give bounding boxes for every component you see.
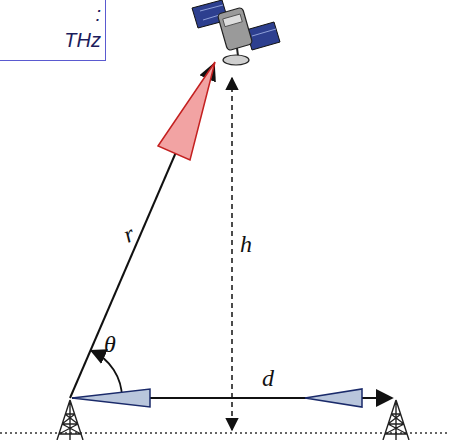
math-label: θ [104, 332, 116, 356]
box-text: THz [1, 27, 101, 53]
tower-icon [57, 400, 83, 440]
ground-beam [72, 389, 150, 407]
box-text: : [1, 1, 101, 27]
satellite-icon [192, 0, 280, 65]
math-label: h [240, 232, 252, 256]
angle-arc [91, 351, 122, 398]
satellite-beam [158, 62, 215, 160]
height-line [231, 78, 233, 430]
tower-icon [383, 400, 409, 440]
ground-beam [305, 389, 362, 407]
info-box: :THz [0, 0, 106, 61]
math-label: d [262, 366, 274, 390]
math-label: r [120, 221, 138, 247]
